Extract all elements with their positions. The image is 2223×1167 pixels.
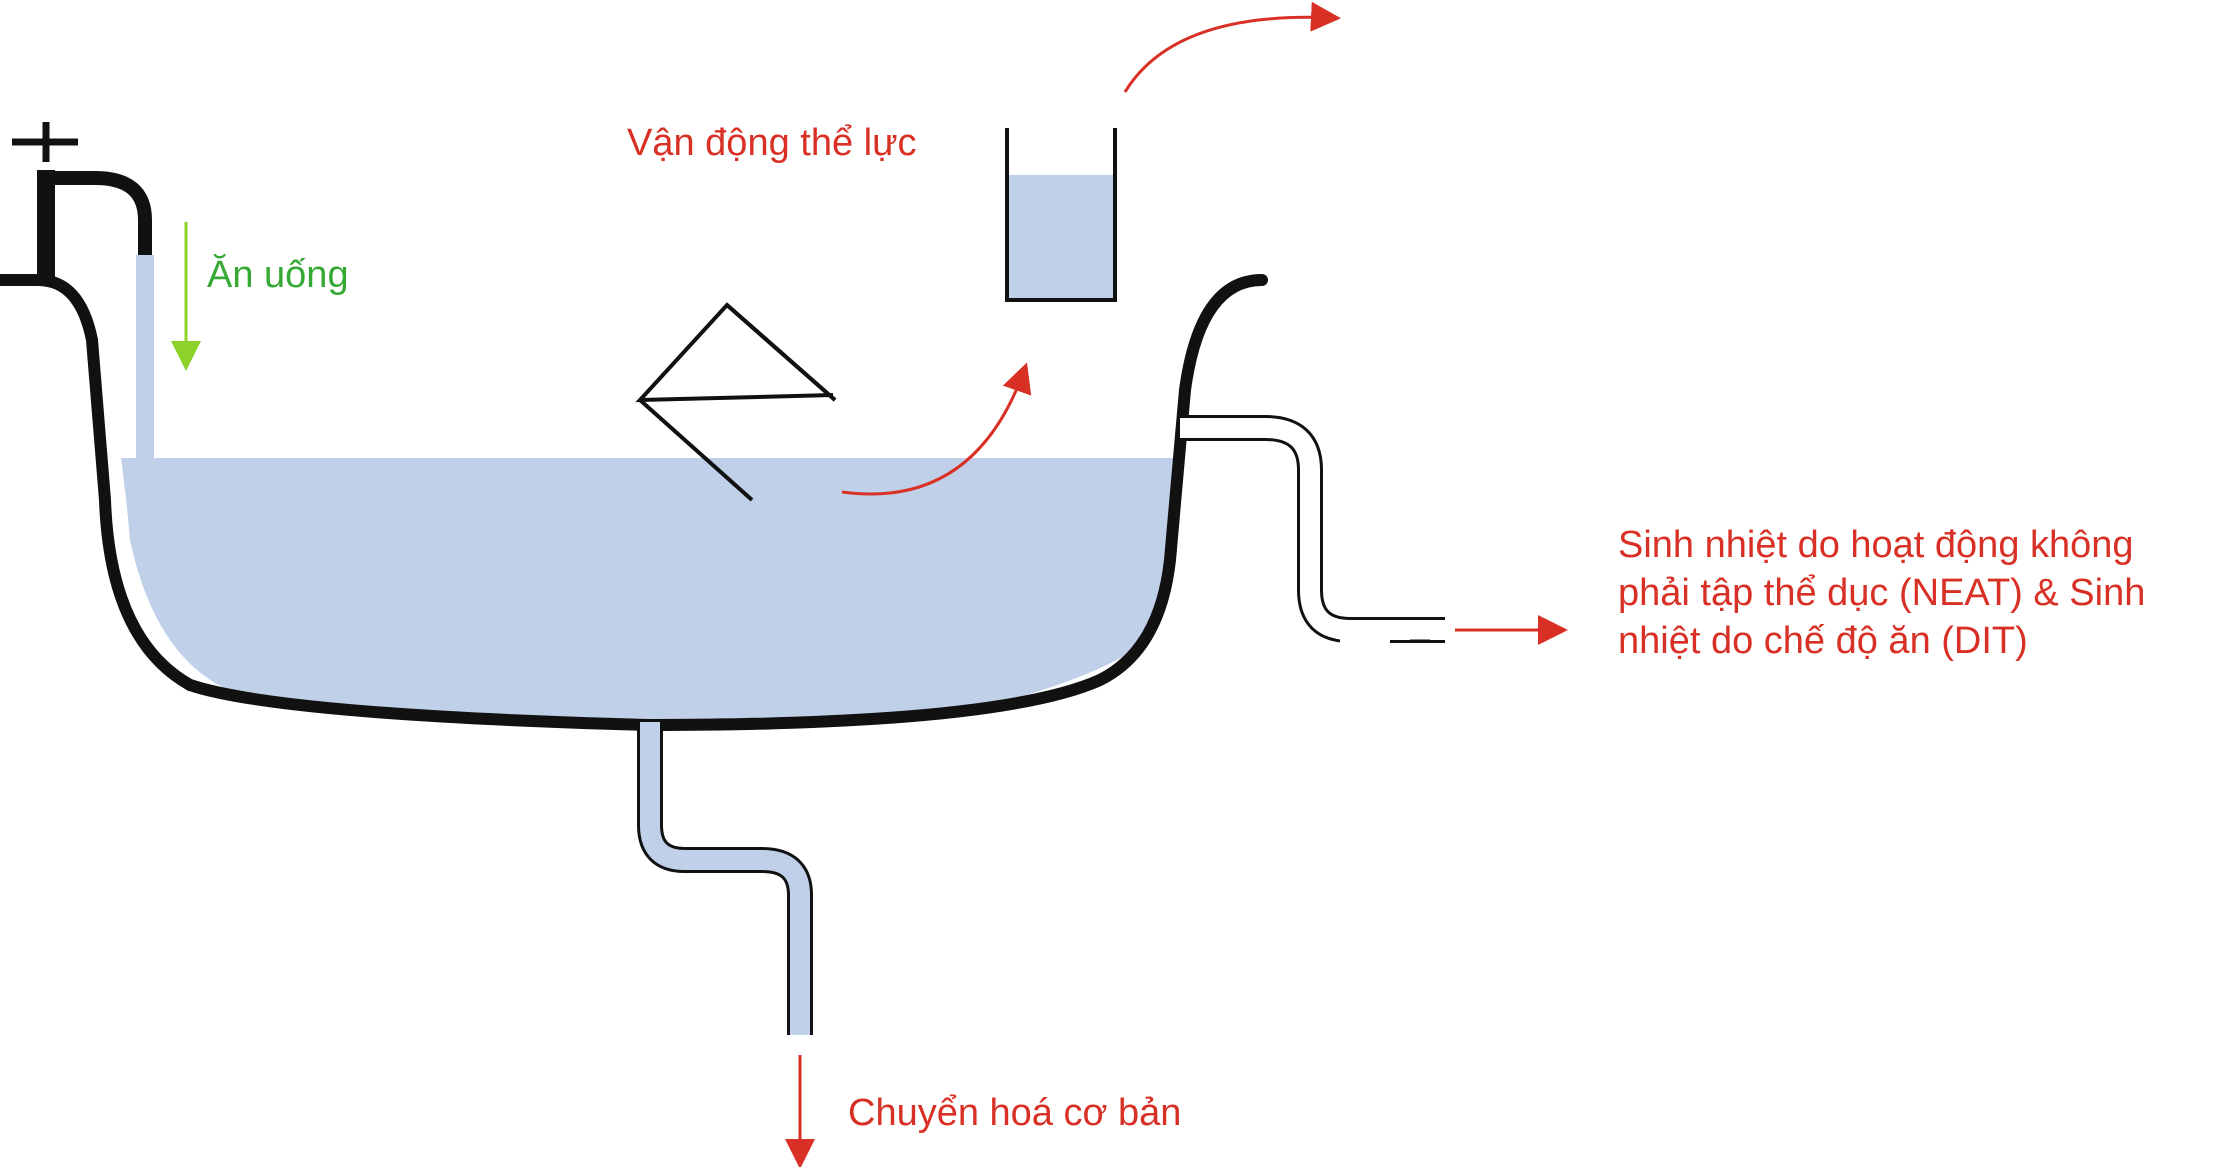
intake-label: Ăn uống [207,253,349,296]
ladle-to-bucket-arrow [841,362,1032,496]
drain-pipe [637,722,813,1035]
bucket-icon [1005,128,1117,302]
ladle-icon [635,302,837,502]
faucet-icon [12,122,152,280]
water-stream [136,255,154,460]
neat-dit-label-line3: nhiệt do chế độ ăn (DIT) [1618,620,2028,662]
neat-dit-label-line2: phải tập thể dục (NEAT) & Sinh [1618,572,2145,614]
arrows [171,1,1568,1167]
basin [0,274,1268,732]
side-pipe [1180,415,1445,645]
exercise-out-arrow [1123,1,1341,93]
basin-water [100,458,1195,729]
exercise-label: Vận động thể lực [627,122,917,164]
bmr-label: Chuyển hoá cơ bản [848,1092,1181,1134]
neat-dit-label-line1: Sinh nhiệt do hoạt động không [1618,524,2134,566]
